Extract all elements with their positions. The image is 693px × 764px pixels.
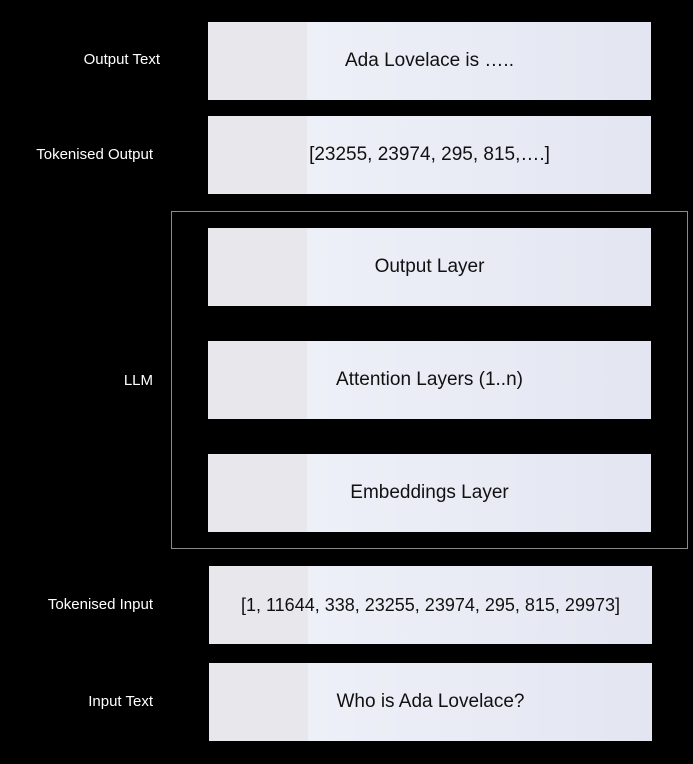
tokenised-input-block: [1, 11644, 338, 23255, 23974, 295, 815, … xyxy=(209,566,652,644)
output-layer-label: Output Layer xyxy=(374,256,485,277)
embeddings-layer-label: Embeddings Layer xyxy=(350,482,509,503)
tokenised-output-value: [23255, 23974, 295, 815,….] xyxy=(309,144,550,165)
input-text-value: Who is Ada Lovelace? xyxy=(336,691,525,712)
tokenised-output-label: Tokenised Output xyxy=(36,146,153,163)
input-text-block: Who is Ada Lovelace? xyxy=(209,663,652,741)
output-layer-block: Output Layer xyxy=(208,228,651,306)
embeddings-layer-block: Embeddings Layer xyxy=(208,454,651,532)
tokenised-output-block: [23255, 23974, 295, 815,….] xyxy=(208,116,651,194)
llm-frame xyxy=(171,211,688,549)
tokenised-input-value: [1, 11644, 338, 23255, 23974, 295, 815, … xyxy=(240,594,620,615)
output-text-label: Output Text xyxy=(83,51,160,68)
output-text-value: Ada Lovelace is ….. xyxy=(345,50,514,71)
input-text-label: Input Text xyxy=(88,693,153,710)
output-text-block: Ada Lovelace is ….. xyxy=(208,22,651,100)
attention-layers-block: Attention Layers (1..n) xyxy=(208,341,651,419)
attention-layers-label: Attention Layers (1..n) xyxy=(336,369,523,390)
tokenised-input-label: Tokenised Input xyxy=(47,596,153,613)
llm-label: LLM xyxy=(123,372,153,389)
